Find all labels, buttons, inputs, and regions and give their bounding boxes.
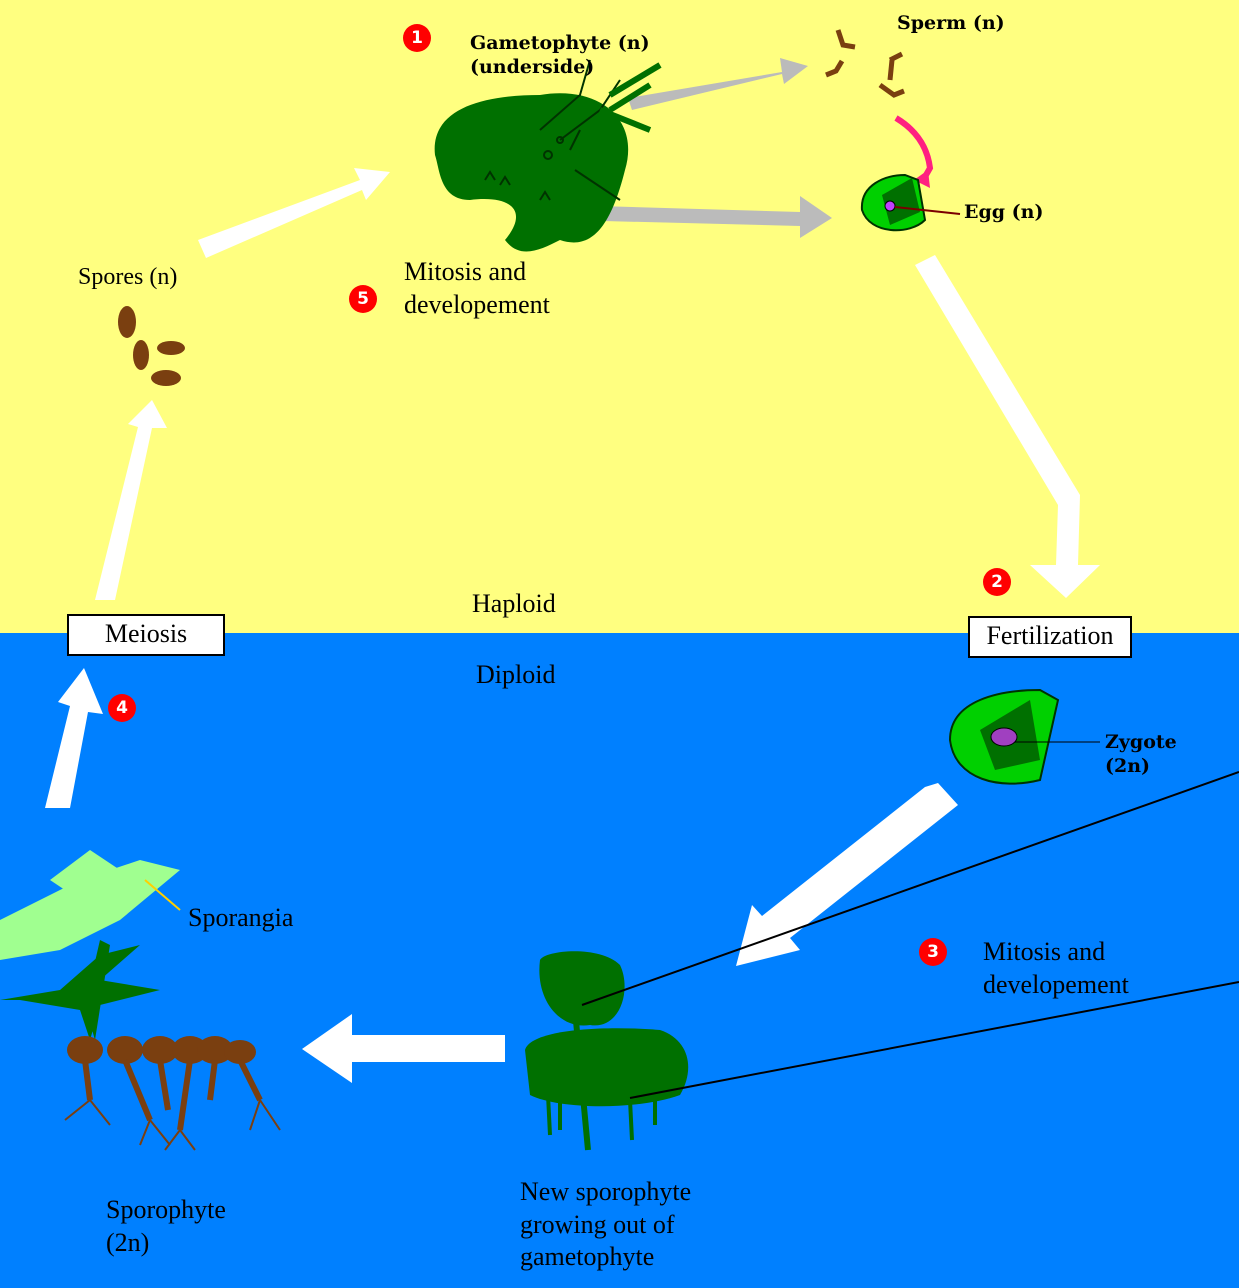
arrow-gametophyte-to-egg [565, 196, 832, 238]
sporophyte-label: Sporophyte (2n) [106, 1195, 226, 1257]
arrow-spores-to-gametophyte [198, 168, 390, 258]
egg-label: Egg (n) [964, 201, 1044, 223]
arrow-meiosis-to-spores [95, 400, 167, 600]
step-badge-1: 1 [403, 24, 431, 52]
egg-archegonium [860, 173, 961, 232]
arrow-gametophyte-to-sperm [628, 58, 808, 110]
step-badge-5: 5 [349, 285, 377, 313]
step-badge-3: 3 [919, 938, 947, 966]
meiosis-box: Meiosis [67, 614, 225, 656]
zygote-label: Zygote (2n) [1105, 731, 1177, 777]
diploid-label: Diploid [476, 660, 556, 689]
step-badge-4: 4 [108, 694, 136, 722]
new-sporophyte-plant [525, 771, 1239, 1151]
sperm-cells [825, 29, 905, 98]
step-badge-2: 2 [983, 568, 1011, 596]
gametophyte-shape [434, 93, 629, 252]
gametophyte-label: Gametophyte (n) (underside) [470, 32, 650, 78]
haploid-label: Haploid [472, 589, 556, 618]
arrow-zygote-to-new-sporophyte [736, 783, 958, 966]
spores [118, 306, 185, 386]
arrow-new-sporophyte-to-sporophyte [302, 1014, 505, 1083]
arrow-egg-to-fertilization [915, 255, 1100, 598]
arrow-sperm-to-egg [894, 115, 934, 184]
mitosis-development-bottom-label: Mitosis and developement [983, 937, 1129, 999]
spores-label: Spores (n) [78, 264, 178, 290]
mitosis-development-top-label: Mitosis and developement [404, 257, 550, 319]
arrow-sporophyte-to-meiosis [45, 668, 103, 808]
fertilization-box: Fertilization [968, 616, 1132, 658]
new-sporophyte-label: New sporophyte growing out of gametophyt… [520, 1177, 692, 1271]
sporangia-label: Sporangia [188, 903, 294, 932]
sporophyte-plant [0, 850, 281, 1151]
zygote-archegonium [948, 688, 1100, 785]
sperm-label: Sperm (n) [897, 12, 1005, 34]
